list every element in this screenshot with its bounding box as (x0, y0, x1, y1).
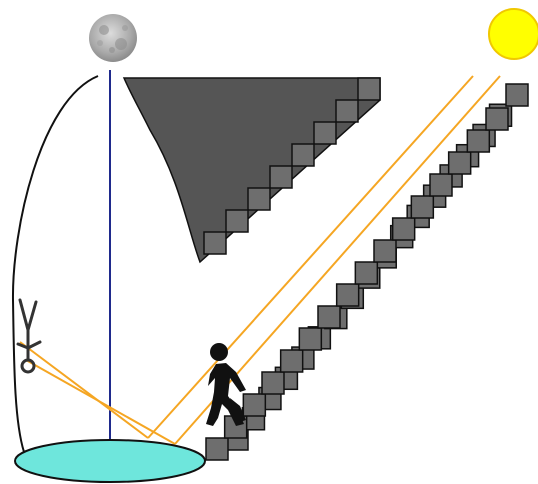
walking-person-icon (206, 343, 246, 426)
front-step (299, 328, 321, 350)
upside-down-figure-icon (18, 300, 40, 372)
dark-step (292, 144, 314, 166)
dark-step (204, 232, 226, 254)
dark-step (270, 166, 292, 188)
front-step (467, 130, 489, 152)
front-step (374, 240, 396, 262)
front-step (355, 262, 377, 284)
front-step (486, 108, 508, 130)
front-step (262, 372, 284, 394)
dark-inverted-staircase (124, 78, 380, 262)
dark-step (314, 122, 336, 144)
dark-step (248, 188, 270, 210)
front-step (411, 196, 433, 218)
front-step (281, 350, 303, 372)
moon-icon (89, 14, 137, 62)
dark-step (358, 78, 380, 100)
dark-step (336, 100, 358, 122)
reflecting-pool (15, 440, 205, 482)
enclosing-arc (13, 76, 98, 452)
front-step (393, 218, 415, 240)
front-step (318, 306, 340, 328)
front-step (449, 152, 471, 174)
dark-step (226, 210, 248, 232)
front-step (430, 174, 452, 196)
front-step (337, 284, 359, 306)
front-step (243, 394, 265, 416)
front-step (206, 438, 228, 460)
back-step (506, 84, 528, 106)
reflected-rays (20, 342, 175, 444)
sun-icon (489, 9, 538, 59)
